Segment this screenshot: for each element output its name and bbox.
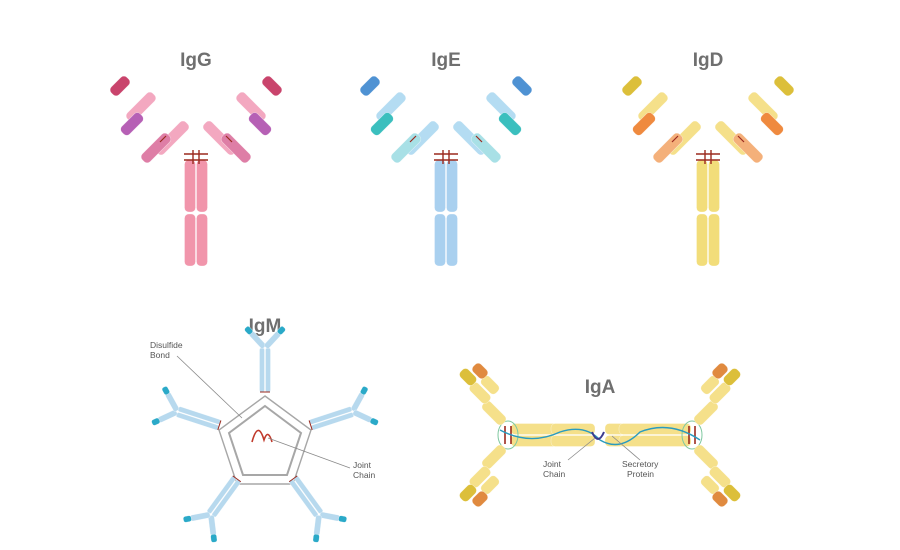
igm-disulfide-label-line2: Bond — [150, 350, 170, 360]
igm-unit-tip — [312, 533, 320, 543]
igd-right-heavy-tip — [773, 75, 795, 97]
iga-title: IgA — [585, 377, 616, 398]
ige-right-light-tip — [498, 112, 522, 136]
igg-antibody — [109, 75, 283, 267]
ige-stem-segment — [446, 159, 458, 213]
igg-right-disulfide-bond — [225, 135, 233, 143]
ige-left-heavy-tip — [359, 75, 381, 97]
iga-secretory-label-line1: Secretory — [622, 459, 659, 469]
igm-joint-leader — [267, 437, 351, 469]
igg-stem-segment — [184, 159, 196, 213]
igg-right-heavy-tip — [261, 75, 283, 97]
igm-joint-label-line1: Joint — [353, 460, 372, 470]
igd-title: IgD — [693, 50, 724, 71]
igm-joint-chain — [251, 429, 273, 443]
igm-unit-stem — [259, 347, 265, 393]
ige-left-light-segment — [390, 132, 422, 164]
igd-left-disulfide-bond — [671, 135, 679, 143]
igd-stem-segment — [696, 213, 708, 267]
iga-stem-segment — [618, 423, 692, 435]
igm-unit-arm — [319, 511, 341, 522]
igd-left-heavy-tip — [621, 75, 643, 97]
igd-antibody — [621, 75, 795, 267]
igm-unit-tip — [277, 326, 286, 335]
igg-left-disulfide-bond — [159, 135, 167, 143]
iga-left-hinge — [497, 420, 519, 450]
iga-right-lower-tip — [711, 490, 729, 508]
ige-left-disulfide-bond — [409, 135, 417, 143]
igd-right-light-segment — [732, 132, 764, 164]
igg-stem-segment — [196, 159, 208, 213]
igm-unit-arm — [313, 515, 322, 536]
iga-left-upper-tip — [471, 362, 489, 380]
igg-title: IgG — [180, 50, 212, 71]
iga-stem-segment — [550, 435, 596, 447]
igm-joint-label-line2: Chain — [353, 470, 375, 480]
igm-unit-bond — [232, 475, 242, 483]
igm-frame — [227, 404, 303, 476]
igg-left-light-segment — [140, 132, 172, 164]
igm-unit-tip — [369, 417, 379, 426]
igd-stem-segment — [708, 159, 720, 213]
igm-unit-arm — [189, 511, 211, 522]
ige-stem-segment — [434, 213, 446, 267]
igd-right-disulfide-bond — [737, 135, 745, 143]
igg-right-light-segment — [220, 132, 252, 164]
igm-unit-stem — [265, 347, 271, 393]
iga-left-lower-tip — [459, 484, 477, 502]
ige-right-disulfide-bond — [475, 135, 483, 143]
igm-unit-tip — [338, 515, 347, 523]
iga-joint-chain — [591, 431, 605, 440]
igg-left-heavy-tip — [109, 75, 131, 97]
igm-unit-tip — [210, 533, 218, 543]
ige-left-light-tip — [370, 112, 394, 136]
igm-unit-bond — [308, 420, 313, 431]
iga-stem-segment — [618, 435, 692, 447]
igg-right-light-tip — [248, 112, 272, 136]
igd-left-light-segment — [652, 132, 684, 164]
igd-stem-segment — [696, 159, 708, 213]
igm-unit-bond — [217, 420, 222, 431]
iga-joint-leader — [567, 437, 596, 461]
iga-joint-label-line2: Chain — [543, 469, 565, 479]
igm-pentamer — [151, 326, 379, 543]
igm-unit-tip — [244, 326, 253, 335]
iga-right-upper-tip — [711, 362, 729, 380]
igd-right-light-tip — [760, 112, 784, 136]
igm-title: IgM — [249, 316, 282, 337]
igg-stem-segment — [196, 213, 208, 267]
ige-stem-segment — [446, 213, 458, 267]
igm-disulfide-leader — [176, 355, 243, 419]
igm-unit-tip — [183, 515, 192, 523]
iga-secretory-label-line2: Protein — [627, 469, 654, 479]
igd-left-light-tip — [632, 112, 656, 136]
iga-secretory-protein — [499, 426, 701, 446]
ige-title: IgE — [431, 50, 461, 71]
iga-secretory-leader — [611, 435, 641, 461]
ige-stem-segment — [434, 159, 446, 213]
igm-unit-arm — [208, 515, 217, 536]
iga-left-upper-tip — [459, 368, 477, 386]
igg-stem-segment — [184, 213, 196, 267]
igm-unit-bond — [288, 475, 298, 483]
igm-frame-outer — [218, 395, 312, 485]
igg-left-light-tip — [120, 112, 144, 136]
iga-right-hinge — [681, 420, 703, 450]
iga-right-upper-tip — [723, 368, 741, 386]
iga-dimer — [459, 362, 741, 508]
igm-unit-tip — [360, 386, 369, 395]
iga-right-lower-tip — [723, 484, 741, 502]
ige-antibody — [359, 75, 533, 267]
ige-right-heavy-tip — [511, 75, 533, 97]
igm-disulfide-label-line1: Disulfide — [150, 340, 183, 350]
iga-joint-label-line1: Joint — [543, 459, 562, 469]
igm-unit-tip — [161, 386, 170, 395]
igd-stem-segment — [708, 213, 720, 267]
iga-left-lower-tip — [471, 490, 489, 508]
igm-unit-arm — [352, 409, 373, 423]
igm-unit-tip — [151, 417, 161, 426]
ige-right-light-segment — [470, 132, 502, 164]
